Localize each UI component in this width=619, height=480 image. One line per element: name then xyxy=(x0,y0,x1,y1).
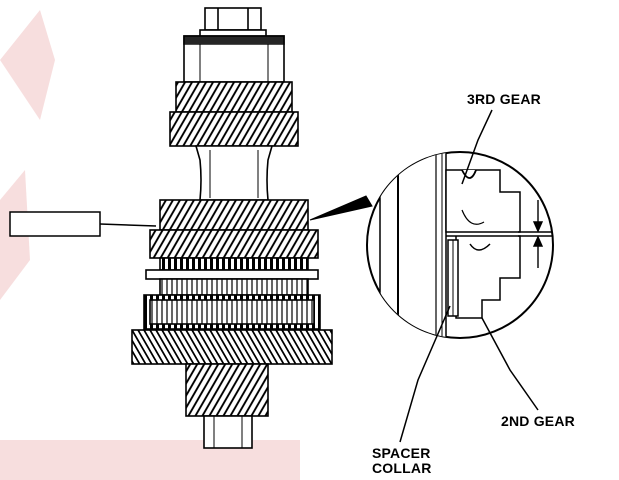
spacer-collar-leader xyxy=(399,305,451,443)
third-gear-label: 3RD GEAR xyxy=(467,91,541,107)
spacer-plate xyxy=(145,269,319,280)
clearance-indicator xyxy=(518,200,552,268)
label-leaders xyxy=(399,109,539,443)
detail-leader xyxy=(309,195,373,221)
spacer-collar-label-line2: COLLAR xyxy=(372,460,432,476)
shaft-neck xyxy=(194,145,274,201)
shaft-assembly xyxy=(131,7,333,449)
shaft-end xyxy=(203,415,253,449)
third-gear-leader xyxy=(461,109,493,185)
first-gear-shape xyxy=(131,329,333,365)
pinion xyxy=(185,363,269,417)
synchro-teeth xyxy=(159,257,309,271)
nut xyxy=(199,7,267,39)
detail-view xyxy=(366,151,554,339)
second-gear-label: 2ND GEAR xyxy=(501,413,575,429)
top-gear xyxy=(175,81,293,113)
spacer-collar-label-line1: SPACER xyxy=(372,445,431,461)
second-gear-shape xyxy=(149,229,319,259)
second-gear-leader xyxy=(481,317,539,411)
third-gear-shape xyxy=(159,199,309,231)
feeler-gauge xyxy=(9,211,157,237)
top-gear-2 xyxy=(169,111,299,147)
